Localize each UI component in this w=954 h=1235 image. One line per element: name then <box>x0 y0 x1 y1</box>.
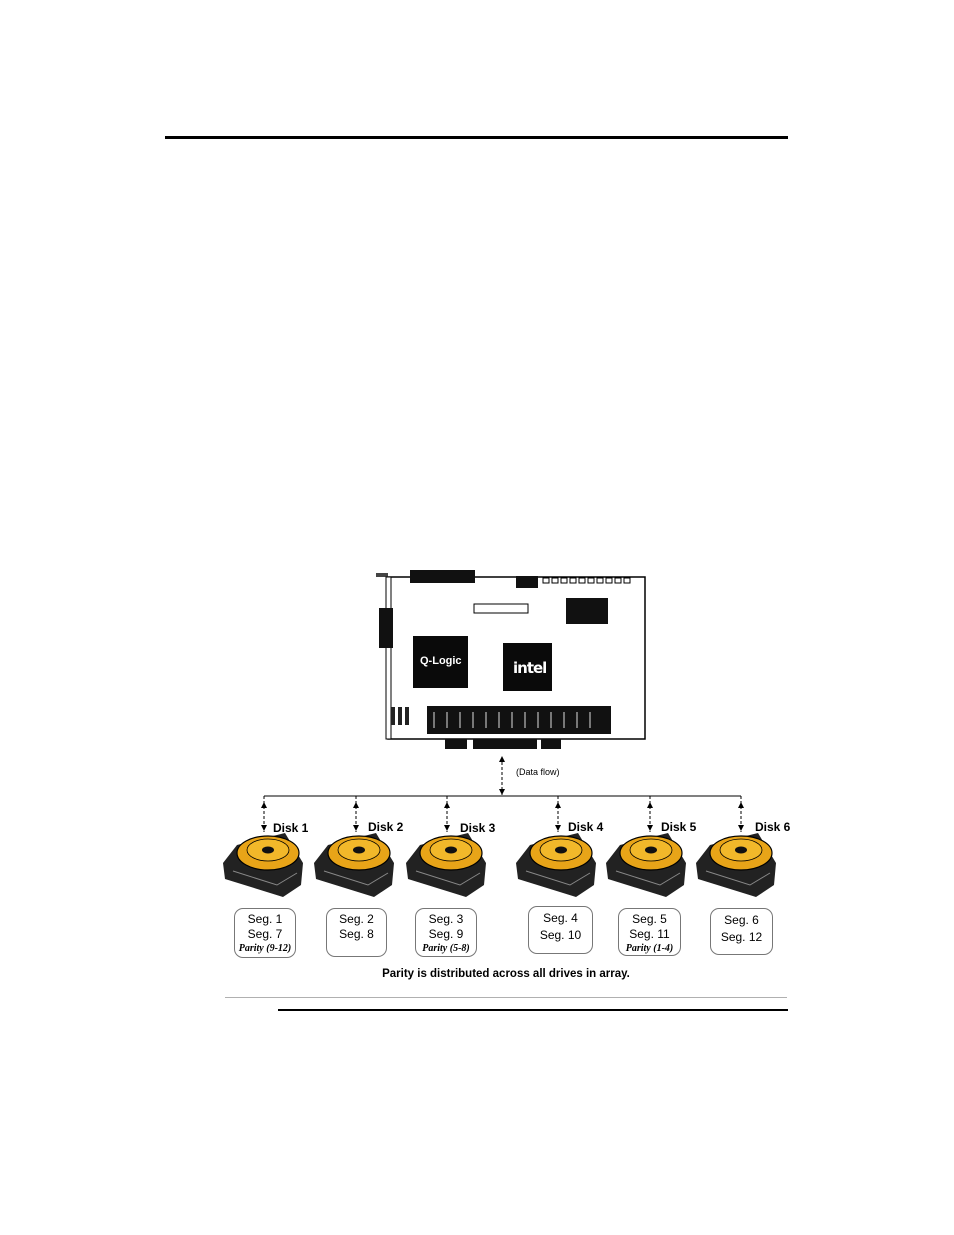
disk-label: Disk 2 <box>368 820 403 834</box>
segment-text: Seg. 7 <box>235 927 295 942</box>
parity-text: Parity (9-12) <box>235 942 295 955</box>
bottom-rule <box>278 1009 788 1011</box>
memory-slot <box>427 706 611 734</box>
segment-text: Seg. 12 <box>711 929 772 946</box>
parity-text: Parity (5-8) <box>416 942 476 955</box>
segment-box: Seg. 6 Seg. 12 <box>710 908 773 955</box>
disk-label: Disk 3 <box>460 821 495 835</box>
disk-label: Disk 4 <box>568 820 603 834</box>
disk-drive-icon <box>516 833 596 897</box>
controller-card <box>376 570 645 749</box>
segment-text: Seg. 6 <box>711 912 772 929</box>
intel-logo: intel <box>513 659 546 677</box>
segment-text: Seg. 5 <box>619 912 680 927</box>
segment-text: Seg. 3 <box>416 912 476 927</box>
disk-drive-icon <box>606 833 686 897</box>
segment-box: Seg. 5 Seg. 11 Parity (1-4) <box>618 908 681 956</box>
thin-rule <box>225 997 787 998</box>
segment-text: Seg. 11 <box>619 927 680 942</box>
dataflow-label: (Data flow) <box>516 767 560 777</box>
segment-text: Seg. 10 <box>529 927 592 944</box>
segment-text: Seg. 1 <box>235 912 295 927</box>
parity-text: Parity (1-4) <box>619 942 680 955</box>
segment-text: Seg. 9 <box>416 927 476 942</box>
segment-box: Seg. 3 Seg. 9 Parity (5-8) <box>415 908 477 957</box>
disk-label: Disk 6 <box>755 820 790 834</box>
segment-box: Seg. 2 Seg. 8 <box>326 908 387 957</box>
segment-text: Seg. 8 <box>327 927 386 942</box>
disk-drive-icon <box>696 833 776 897</box>
segment-text: Seg. 2 <box>327 912 386 927</box>
disk-label: Disk 5 <box>661 820 696 834</box>
disk-label: Disk 1 <box>273 821 308 835</box>
disk-drive-icon <box>223 833 303 897</box>
disk-drive-icon <box>314 833 394 897</box>
disk-drive-icon <box>406 833 486 897</box>
segment-box: Seg. 4 Seg. 10 <box>528 906 593 954</box>
qlogic-label: Q-Logic <box>420 655 462 667</box>
segment-box: Seg. 1 Seg. 7 Parity (9-12) <box>234 908 296 958</box>
segment-text: Seg. 4 <box>529 910 592 927</box>
diagram-caption: Parity is distributed across all drives … <box>225 968 787 980</box>
